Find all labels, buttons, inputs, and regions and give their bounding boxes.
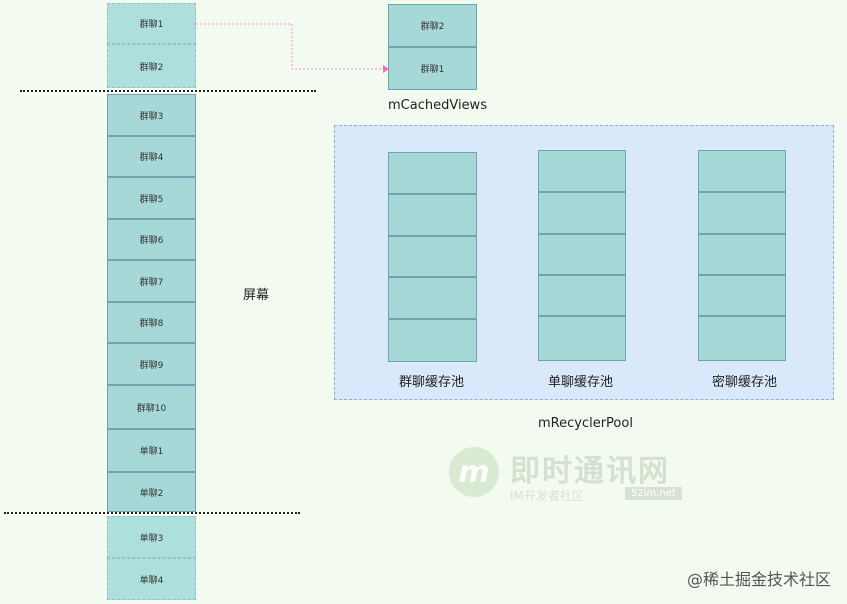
screen-bottom-boundary (4, 512, 300, 514)
list-item: 群聊4 (107, 136, 196, 177)
pool-slot (538, 234, 626, 275)
list-item: 群聊6 (107, 219, 196, 260)
cached-view-item: 群聊1 (388, 47, 477, 90)
cached-view-item: 群聊2 (388, 4, 477, 47)
recycler-pool-label: mRecyclerPool (538, 416, 633, 431)
list-item: 单聊2 (107, 472, 196, 512)
list-item: 群聊1 (107, 3, 196, 44)
cache-arrow-line (196, 23, 386, 70)
pool-slot (388, 194, 477, 236)
list-item: 单聊4 (107, 558, 196, 600)
pool-stack-label: 群聊缓存池 (399, 375, 465, 390)
pool-stack-label: 密聊缓存池 (712, 375, 778, 390)
pool-slot (538, 192, 626, 234)
pool-slot (388, 236, 477, 277)
list-item: 群聊2 (107, 44, 196, 88)
list-item: 群聊3 (107, 94, 196, 136)
list-item: 群聊9 (107, 343, 196, 385)
pool-slot (388, 152, 477, 194)
pool-slot (538, 150, 626, 192)
pool-slot (388, 277, 477, 319)
pool-stack-label: 单聊缓存池 (548, 375, 614, 390)
pool-slot (538, 316, 626, 361)
list-item: 群聊10 (107, 385, 196, 429)
pool-slot (698, 192, 786, 234)
list-item: 单聊3 (107, 516, 196, 558)
watermark-logo: m (449, 447, 499, 497)
watermark-url: 52im.net (625, 487, 682, 500)
list-item: 群聊5 (107, 177, 196, 219)
list-item: 群聊7 (107, 260, 196, 302)
credit-text: @稀土掘金技术社区 (686, 570, 831, 589)
pool-slot (698, 275, 786, 316)
pool-slot (698, 150, 786, 192)
watermark-title: 即时通讯网 (510, 454, 670, 489)
watermark-subtitle: IM开发者社区 (510, 489, 584, 503)
cached-views-label: mCachedViews (388, 98, 487, 113)
list-item: 群聊8 (107, 302, 196, 343)
pool-slot (538, 275, 626, 316)
pool-slot (388, 319, 477, 362)
list-item: 单聊1 (107, 429, 196, 472)
pool-slot (698, 234, 786, 275)
screen-top-boundary (20, 90, 316, 92)
screen-label: 屏幕 (243, 288, 270, 303)
pool-slot (698, 316, 786, 361)
